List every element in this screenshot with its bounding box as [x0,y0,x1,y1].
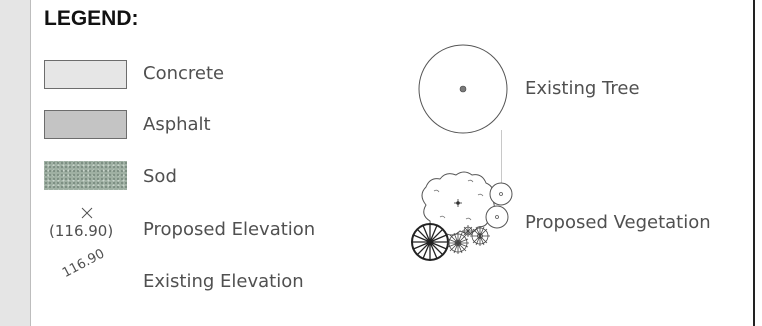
left-margin-strip [0,0,31,326]
proposed-elevation-label: Proposed Elevation [143,219,316,240]
concrete-swatch [44,60,127,89]
asphalt-swatch [44,110,127,139]
proposed-elevation-value: (116.90) [49,222,114,240]
right-border-line [753,0,755,326]
connector-line [501,130,502,190]
existing-elevation-label: Existing Elevation [143,271,304,292]
legend-title: LEGEND: [44,7,139,30]
existing-elevation-value: 116.90 [59,246,108,281]
sod-swatch [44,161,127,190]
proposed-vegetation-label: Proposed Vegetation [525,212,711,233]
existing-tree-label: Existing Tree [525,78,640,99]
proposed-vegetation-icon [411,171,513,261]
sod-label: Sod [143,166,177,187]
asphalt-label: Asphalt [143,114,211,135]
existing-tree-icon [418,44,508,134]
proposed-elevation-x-icon [81,207,93,219]
concrete-label: Concrete [143,63,225,84]
